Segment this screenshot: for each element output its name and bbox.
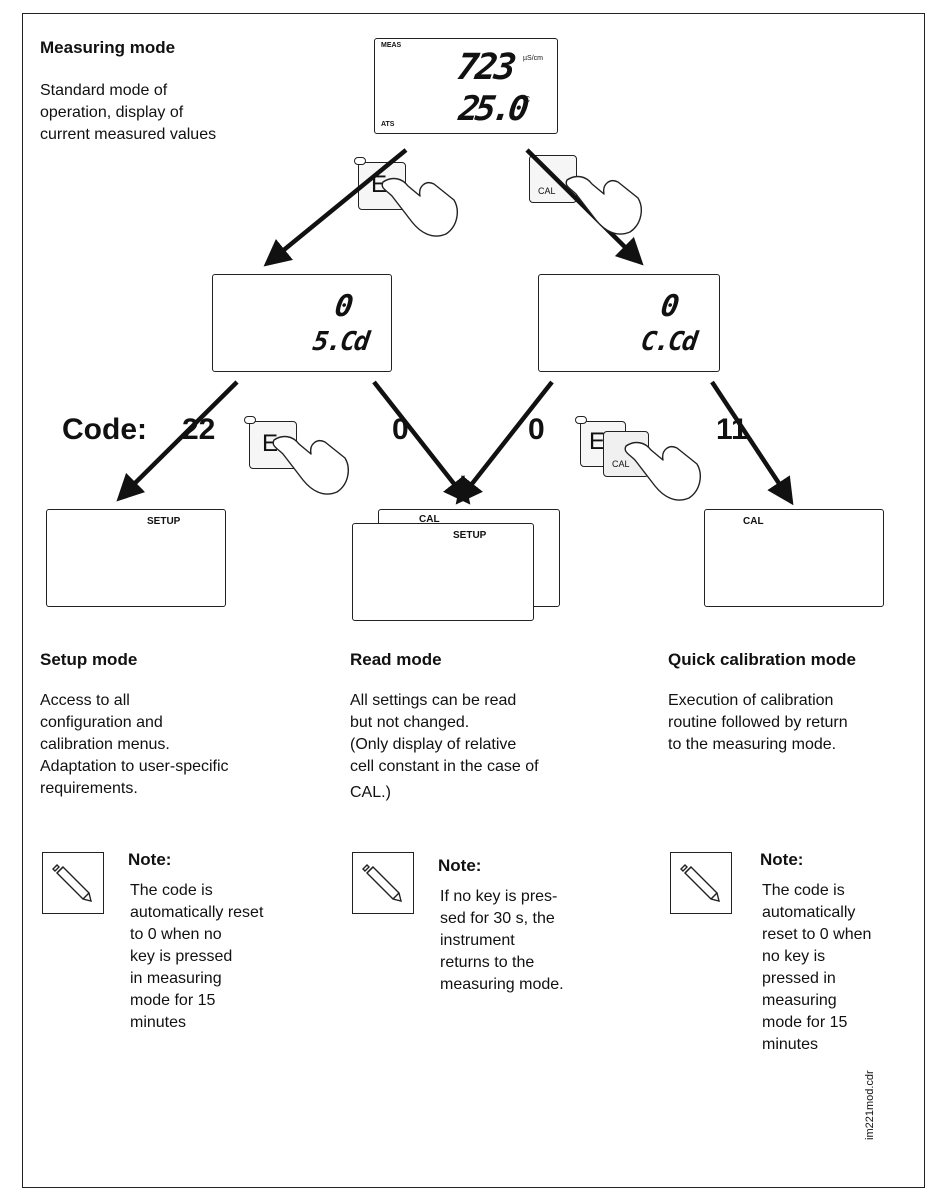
e-key-setup-label: E	[262, 430, 279, 457]
temperature-unit: °C	[521, 95, 530, 104]
quick-note-6: measuring	[762, 992, 837, 1009]
quick-desc-1: Execution of calibration	[668, 692, 834, 709]
ats-indicator: ATS	[381, 121, 395, 128]
setup-code-display: 0 5.Cd	[212, 274, 392, 372]
quick-note-4: no key is	[762, 948, 826, 965]
code-prefix: Code:	[62, 413, 147, 446]
diagram-frame	[22, 13, 925, 1188]
read-note-title: Note:	[438, 856, 482, 875]
quick-note-1: The code is	[762, 882, 845, 899]
read-mode-setup-indicator: SETUP	[453, 530, 487, 541]
setup-mode-indicator: SETUP	[147, 516, 181, 527]
hand-icon-1	[381, 177, 458, 237]
measuring-desc-3: current measured values	[40, 126, 217, 143]
file-label: im221mod.cdr	[864, 1070, 876, 1140]
read-desc-1: All settings can be read	[350, 692, 517, 709]
read-note-1: If no key is pres-	[440, 888, 558, 905]
arrow-left-to-read-mode	[372, 380, 471, 505]
read-note-3: instrument	[440, 932, 515, 949]
code-read-right-value: 0	[528, 413, 545, 446]
arrow-right-to-read-mode	[455, 380, 554, 505]
setup-note-3: to 0 when no	[130, 926, 222, 943]
hand-icon-3	[272, 435, 349, 495]
arrow-to-setup-mode	[116, 380, 239, 502]
measuring-desc-1: Standard mode of	[40, 82, 168, 99]
setup-mode-title: Setup mode	[40, 650, 138, 669]
quick-cal-display: CAL	[704, 509, 884, 607]
read-note-4: returns to the	[440, 954, 535, 971]
measuring-display: MEAS ATS 723 µS/cm 25.0 °C	[374, 38, 558, 134]
read-desc-5: CAL.)	[350, 784, 391, 801]
read-mode-display-front: SETUP	[352, 523, 534, 621]
arrow-to-cal-code	[525, 148, 644, 266]
hand-icon-2	[565, 175, 642, 235]
read-note-5: measuring mode.	[440, 976, 564, 993]
read-mode-cal-indicator: CAL	[419, 514, 440, 525]
setup-note-5: in measuring	[130, 970, 222, 987]
cal-code-display: 0 C.Cd	[538, 274, 720, 372]
setup-desc-2: configuration and	[40, 714, 163, 731]
setup-note-1: The code is	[130, 882, 213, 899]
setup-note-4: key is pressed	[130, 948, 233, 965]
read-desc-2: but not changed.	[350, 714, 470, 731]
measuring-mode-title: Measuring mode	[40, 38, 176, 57]
setup-desc-4: Adaptation to user-specific	[40, 758, 229, 775]
e-key-cal-label: E	[589, 428, 606, 455]
measuring-desc-2: operation, display of	[40, 104, 184, 121]
quick-note-3: reset to 0 when	[762, 926, 872, 943]
cal-key-combo-label: CAL	[612, 459, 630, 469]
e-key-led	[354, 157, 366, 165]
quick-note-2: automatically	[762, 904, 856, 921]
arrow-to-quick-cal	[710, 380, 794, 506]
quick-desc-2: routine followed by return	[668, 714, 848, 731]
quick-note-8: minutes	[762, 1036, 819, 1053]
setup-note-6: mode for 15	[130, 992, 216, 1009]
quick-note-5: pressed in	[762, 970, 836, 987]
setup-note-title: Note:	[128, 850, 172, 869]
conductivity-unit: µS/cm	[523, 55, 543, 62]
meas-indicator: MEAS	[381, 42, 402, 49]
read-desc-4: cell constant in the case of	[350, 758, 539, 775]
e-key-setup-led	[244, 416, 256, 424]
read-mode-title: Read mode	[350, 650, 442, 669]
pencil-note-icon	[670, 852, 732, 914]
setup-desc-5: requirements.	[40, 780, 138, 797]
quick-cal-indicator: CAL	[743, 516, 764, 527]
pencil-note-icon	[352, 852, 414, 914]
quick-cal-title: Quick calibration mode	[668, 650, 856, 669]
cal-key-label: CAL	[538, 186, 556, 196]
quick-note-title: Note:	[760, 850, 804, 869]
e-key-cal-led	[575, 416, 587, 424]
read-desc-3: (Only display of relative	[350, 736, 517, 753]
setup-mode-display: SETUP	[46, 509, 226, 607]
setup-desc-3: calibration menus.	[40, 736, 170, 753]
arrow-to-setup-code	[263, 148, 408, 267]
quick-desc-3: to the measuring mode.	[668, 736, 837, 753]
setup-note-7: minutes	[130, 1014, 187, 1031]
setup-desc-1: Access to all	[40, 692, 130, 709]
setup-note-2: automatically reset	[130, 904, 264, 921]
read-note-2: sed for 30 s, the	[440, 910, 555, 927]
quick-note-7: mode for 15	[762, 1014, 848, 1031]
hand-icon-4	[624, 441, 701, 501]
pencil-note-icon	[42, 852, 104, 914]
